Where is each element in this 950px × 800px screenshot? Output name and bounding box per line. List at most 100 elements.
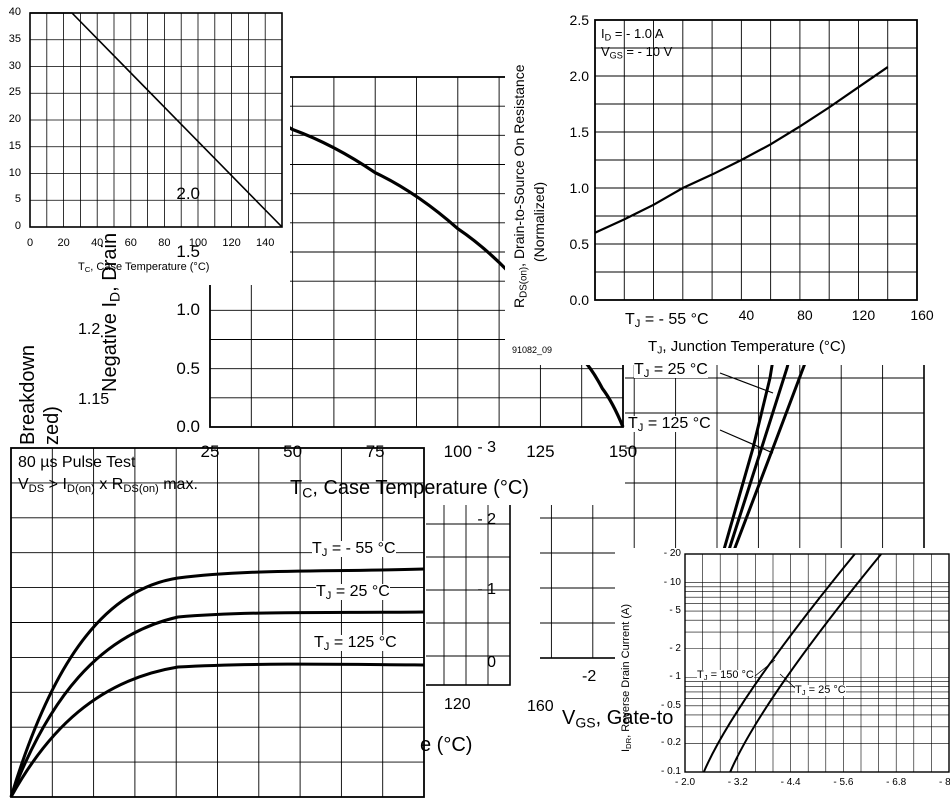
derating-y-tick-label: 40: [8, 6, 21, 18]
derating-x-tick-label: 20: [57, 237, 70, 249]
rdson-series-line: [594, 66, 889, 234]
output-annotation-condition: VDS > ID(on) x RDS(on) max.: [18, 476, 198, 495]
diode-y-tick-label: - 0.1: [660, 766, 681, 777]
rdson-annotation-id: ID = - 1.0 A: [601, 26, 664, 43]
rdson-y-tick-label: 0.0: [569, 292, 589, 308]
id-vs-tc-y-tick-label: 0.5: [176, 358, 200, 378]
rdson-x-axis-label: TJ, Junction Temperature (°C): [648, 338, 846, 357]
derating-x-tick-label: 100: [188, 237, 208, 249]
transfer-label-leader: [719, 429, 774, 454]
derating-x-tick-label: 40: [91, 237, 104, 249]
derating-y-tick-label: 0: [14, 220, 21, 232]
id-vs-tc-y-tick-label: 2.0: [176, 183, 200, 203]
output-annotation-pulse: 80 µs Pulse Test: [18, 454, 136, 471]
output-series-line: [9, 662, 425, 798]
derating-chart: [0, 0, 290, 285]
derating-y-tick-label: 5: [14, 193, 21, 206]
diode-x-tick-label: - 3.2: [727, 777, 748, 788]
id-vs-tc-y-axis-label: Negative ID, Drain: [99, 232, 123, 392]
rdson-y-tick-label: 1.5: [569, 124, 589, 140]
diode-x-tick-label: - 6.8: [886, 777, 907, 788]
rdson-x-tick-label: 80: [797, 307, 813, 323]
derating-x-tick-label: 0: [26, 237, 34, 249]
id-vs-tc-x-axis-label: TC, Case Temperature (°C): [290, 477, 529, 501]
diode-series-line: [729, 553, 882, 773]
diode-y-tick-label: - 2: [669, 642, 681, 654]
id-vs-tc-x-tick-label: 125: [526, 442, 555, 461]
rdson-figure-number: 91082_09: [512, 345, 553, 355]
rdson-y-tick-label: 2.0: [569, 68, 589, 84]
diode-y-tick-label: - 5: [669, 605, 681, 617]
breakdown-y-axis-label: Breakdown: [17, 344, 39, 445]
diode-series-line: [702, 553, 856, 773]
transfer-x-tick-neg2: 0-2: [582, 668, 597, 685]
output-series-label-m55: TJ = - 55 °C: [312, 540, 396, 559]
derating-x-tick-label: 120: [222, 237, 241, 249]
rdson-x-tick-label: 120: [851, 307, 876, 323]
diode-label-leader: [779, 673, 796, 689]
id-vs-tc-x-tick-label: 75: [365, 442, 385, 461]
id-vs-tc-series-line: [209, 91, 625, 428]
id-vs-tc-y-tick-label: 1.5: [176, 242, 200, 261]
diode-y-tick-label: - 1: [669, 671, 681, 683]
derating-y-tick-label: 35: [8, 32, 21, 45]
id-vs-tc-x-tick-label: 150: [608, 442, 638, 461]
diode-y-axis-label: IDR, Reverse Drain Current (A): [620, 603, 633, 752]
transfer-label-leader: [719, 372, 774, 394]
diode-chart: [615, 548, 950, 800]
rdson-chart: [505, 15, 925, 365]
diode-y-tick-label: - 0.5: [660, 699, 681, 711]
diode-y-tick-label: - 20: [663, 548, 681, 559]
rdson-annotation-vgs: VGS = - 10 V: [601, 44, 673, 61]
output-plot: [9, 447, 425, 798]
derating-y-tick-label: 20: [8, 113, 21, 125]
rdson-y-axis-label-2: (Normalized): [531, 181, 547, 262]
rdson-y-tick-label: 1.0: [569, 180, 589, 196]
rdson-x-tick-label: 40: [738, 307, 755, 323]
rdson-x-tick-label: 160: [910, 307, 934, 323]
transfer-series-label-125: TJ = 125 °C: [628, 415, 711, 434]
fragment-tick-160: 160: [527, 698, 554, 715]
output-chart: [8, 445, 426, 800]
diode-series-label-25: TJ = 25 °C: [795, 684, 846, 697]
derating-x-tick-label: 80: [158, 237, 171, 249]
transfer-series-label-25: TJ = 25 °C: [634, 361, 708, 380]
id-vs-tc-x-tick-label: 100: [443, 442, 472, 461]
diode-x-tick-label: - 8.0: [938, 777, 950, 788]
rdson-y-tick-label: 0.5: [569, 236, 589, 252]
derating-x-tick-label: 140: [256, 237, 275, 249]
diode-x-tick-label: - 5.6: [833, 777, 854, 788]
breakdown-y-axis-label-2: zed): [41, 406, 63, 445]
id-vs-tc-y-tick-label: 1.0: [176, 300, 200, 320]
transfer-series-label-m55: TJ = - 55 °C: [625, 311, 709, 330]
id-vs-tc-y-tick-label: 0.0: [176, 417, 200, 436]
derating-x-tick-label: 60: [124, 237, 137, 249]
diode-x-tick-label: - 2.0: [674, 777, 696, 788]
derating-y-tick-label: 25: [8, 86, 21, 99]
output-series-label-25: TJ = 25 °C: [316, 583, 390, 602]
diode-plot: [684, 553, 950, 773]
derating-plot: [29, 12, 283, 228]
rdson-plot: [594, 19, 918, 301]
diode-y-tick-label: - 0.2: [660, 737, 681, 749]
id-vs-tc-x-tick-label: 25: [200, 442, 220, 461]
fragment-axis-label: e (°C): [420, 734, 473, 756]
diode-series-label-150: TJ = 150 °C: [697, 669, 754, 682]
transfer-y-tick-label: 0: [487, 654, 496, 671]
transfer-x-axis-label: VGS, Gate-to: [562, 707, 674, 731]
fragment-tick-120: 120: [444, 696, 471, 713]
derating-y-tick-label: 15: [8, 139, 21, 152]
output-series-line: [9, 610, 425, 798]
breakdown-tick-1-2: 1.2: [78, 321, 101, 338]
breakdown-tick-1-15: 1.15: [78, 391, 110, 408]
output-series-label-125: TJ = 125 °C: [314, 634, 397, 653]
transfer-y-tick-label: - 2: [477, 511, 496, 528]
diode-label-leader: [754, 659, 776, 677]
output-series-line: [9, 567, 425, 798]
rdson-y-tick-label: 2.5: [569, 12, 589, 28]
transfer-y-tick-label: - 3: [477, 439, 496, 456]
derating-y-tick-label: 30: [8, 59, 21, 72]
derating-series-line: [30, 12, 283, 228]
transfer-y-tick-label: - 1: [477, 581, 496, 598]
diode-x-tick-label: - 4.4: [780, 777, 801, 788]
